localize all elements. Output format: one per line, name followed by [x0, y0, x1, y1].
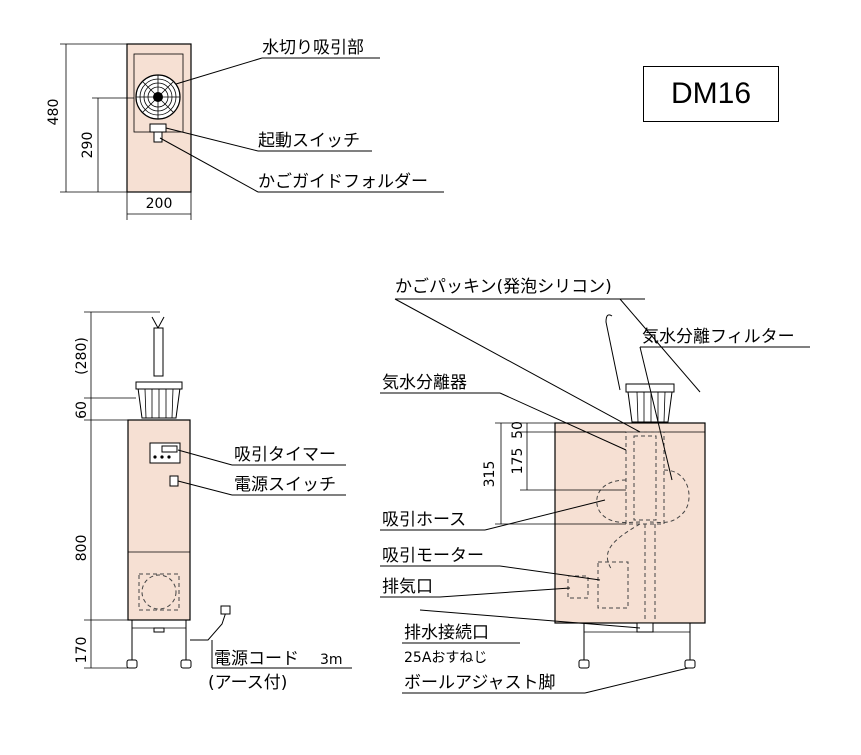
dim-side-175: 175 — [510, 448, 526, 475]
dim-top-width-200: 200 — [146, 196, 173, 212]
label-separation-filter: 気水分離フィルター — [642, 327, 795, 347]
start-switch-shape — [153, 131, 163, 143]
power-cord-shape — [190, 611, 227, 641]
side-handle-icon — [605, 314, 621, 391]
label-exhaust-port: 排気口 — [382, 577, 433, 597]
model-label: DM16 — [643, 66, 779, 122]
label-power-switch: 電源スイッチ — [234, 475, 336, 495]
suction-motor-hidden — [597, 561, 629, 609]
label-power-cord-note: (アース付) — [208, 673, 287, 693]
side-view-body — [554, 422, 706, 624]
dim-side-50: 50 — [510, 421, 526, 439]
dim-front-body-800: 800 — [74, 535, 90, 562]
label-drain-thread: 25Aおすねじ — [404, 650, 487, 666]
power-switch-shape — [169, 475, 179, 487]
basket-handle-icon — [151, 316, 165, 377]
dim-top-height-290: 290 — [80, 132, 96, 159]
label-ball-adjust-leg: ボールアジャスト脚 — [404, 673, 555, 693]
dim-front-legs-170: 170 — [74, 637, 90, 664]
label-suction-motor: 吸引モーター — [382, 546, 484, 566]
fan-grille-icon — [135, 74, 181, 120]
label-drain-suction: 水切り吸引部 — [262, 38, 364, 58]
label-power-cord-length: 3m — [320, 652, 343, 668]
label-start-switch: 起動スイッチ — [258, 131, 360, 151]
label-suction-hose: 吸引ホース — [382, 510, 466, 530]
label-drain-port: 排水接続口 — [404, 623, 489, 643]
exhaust-port-hidden — [567, 575, 589, 599]
label-basket-guide-holder: かごガイドフォルダー — [258, 172, 428, 192]
label-separator: 気水分離器 — [382, 373, 467, 393]
label-suction-timer: 吸引タイマー — [234, 445, 336, 465]
basket-icon — [135, 381, 183, 419]
dim-top-height-480: 480 — [46, 99, 62, 126]
suction-hose-hidden — [596, 479, 641, 524]
exhaust-hidden-outline — [141, 574, 177, 610]
basket-guide-holder-shape — [149, 123, 167, 133]
label-power-cord: 電源コード — [214, 649, 299, 669]
front-view: (280) 60 800 170 吸引タイマー 電源スイッチ 電源コード 3m … — [74, 311, 352, 693]
side-view: 315 175 50 かごパッキン(発泡シリコン) 気水分離フィルター 気水分離… — [380, 277, 810, 694]
dim-front-handle-280: (280) — [74, 337, 90, 375]
label-basket-packing: かごパッキン(発泡シリコン) — [395, 277, 612, 297]
dim-front-basket-60: 60 — [74, 401, 90, 419]
dim-side-315: 315 — [482, 461, 498, 488]
top-view: 480 290 200 水切り吸引部 起動スイッチ かごガイドフォルダー — [46, 38, 444, 220]
